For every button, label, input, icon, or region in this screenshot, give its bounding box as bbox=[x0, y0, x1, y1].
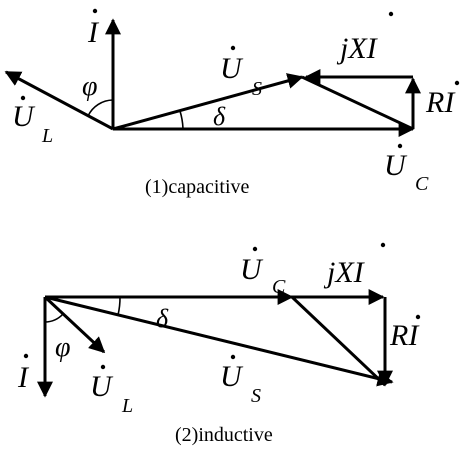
inductive-diagram: U C jXI δ RI φ I U L U S (2)inductive bbox=[17, 242, 420, 446]
delta-angle-arc bbox=[179, 110, 184, 130]
label-I: I bbox=[87, 16, 100, 49]
label-jXI: jXI bbox=[336, 32, 379, 65]
label-I-2: I bbox=[17, 361, 30, 394]
delta-connector-line-2 bbox=[290, 295, 387, 387]
caption-inductive: (2)inductive bbox=[175, 424, 273, 446]
delta-connector-line bbox=[301, 75, 414, 131]
label-U-L-2: U bbox=[90, 370, 114, 403]
phi-angle-arc bbox=[87, 99, 114, 117]
label-U-S: U bbox=[220, 52, 244, 85]
label-jXI-2: jXI bbox=[323, 256, 366, 289]
label-phi-2: φ bbox=[55, 332, 71, 363]
label-U-C-2: U bbox=[240, 253, 264, 286]
label-U-C-subscript: C bbox=[415, 173, 429, 195]
label-U-L-subscript: L bbox=[41, 125, 53, 147]
voltage-UL-vector bbox=[4, 70, 114, 131]
label-U-C: U bbox=[384, 149, 408, 182]
label-U-L: U bbox=[12, 100, 36, 133]
label-U-S-2-subscript: S bbox=[251, 385, 261, 407]
label-U-C-2-subscript: C bbox=[272, 276, 286, 298]
label-U-L-2-subscript: L bbox=[121, 395, 133, 417]
caption-capacitive: (1)capacitive bbox=[145, 176, 249, 198]
capacitive-diagram: I φ U L U S δ jXI RI U C (1)capacitive bbox=[4, 8, 460, 198]
delta-angle-arc-2 bbox=[117, 296, 121, 316]
voltage-US-vector-2 bbox=[44, 295, 394, 387]
label-U-S-subscript: S bbox=[252, 78, 262, 100]
label-U-S-2: U bbox=[220, 360, 244, 393]
phi-angle-arc-2 bbox=[44, 313, 64, 323]
label-RI: RI bbox=[425, 86, 456, 119]
label-delta: δ bbox=[213, 102, 226, 131]
voltage-US-vector bbox=[112, 73, 304, 131]
label-RI-2: RI bbox=[389, 319, 420, 352]
label-phi: φ bbox=[82, 71, 98, 102]
voltage-UL-vector-2 bbox=[43, 295, 106, 354]
label-delta-2: δ bbox=[156, 304, 169, 333]
